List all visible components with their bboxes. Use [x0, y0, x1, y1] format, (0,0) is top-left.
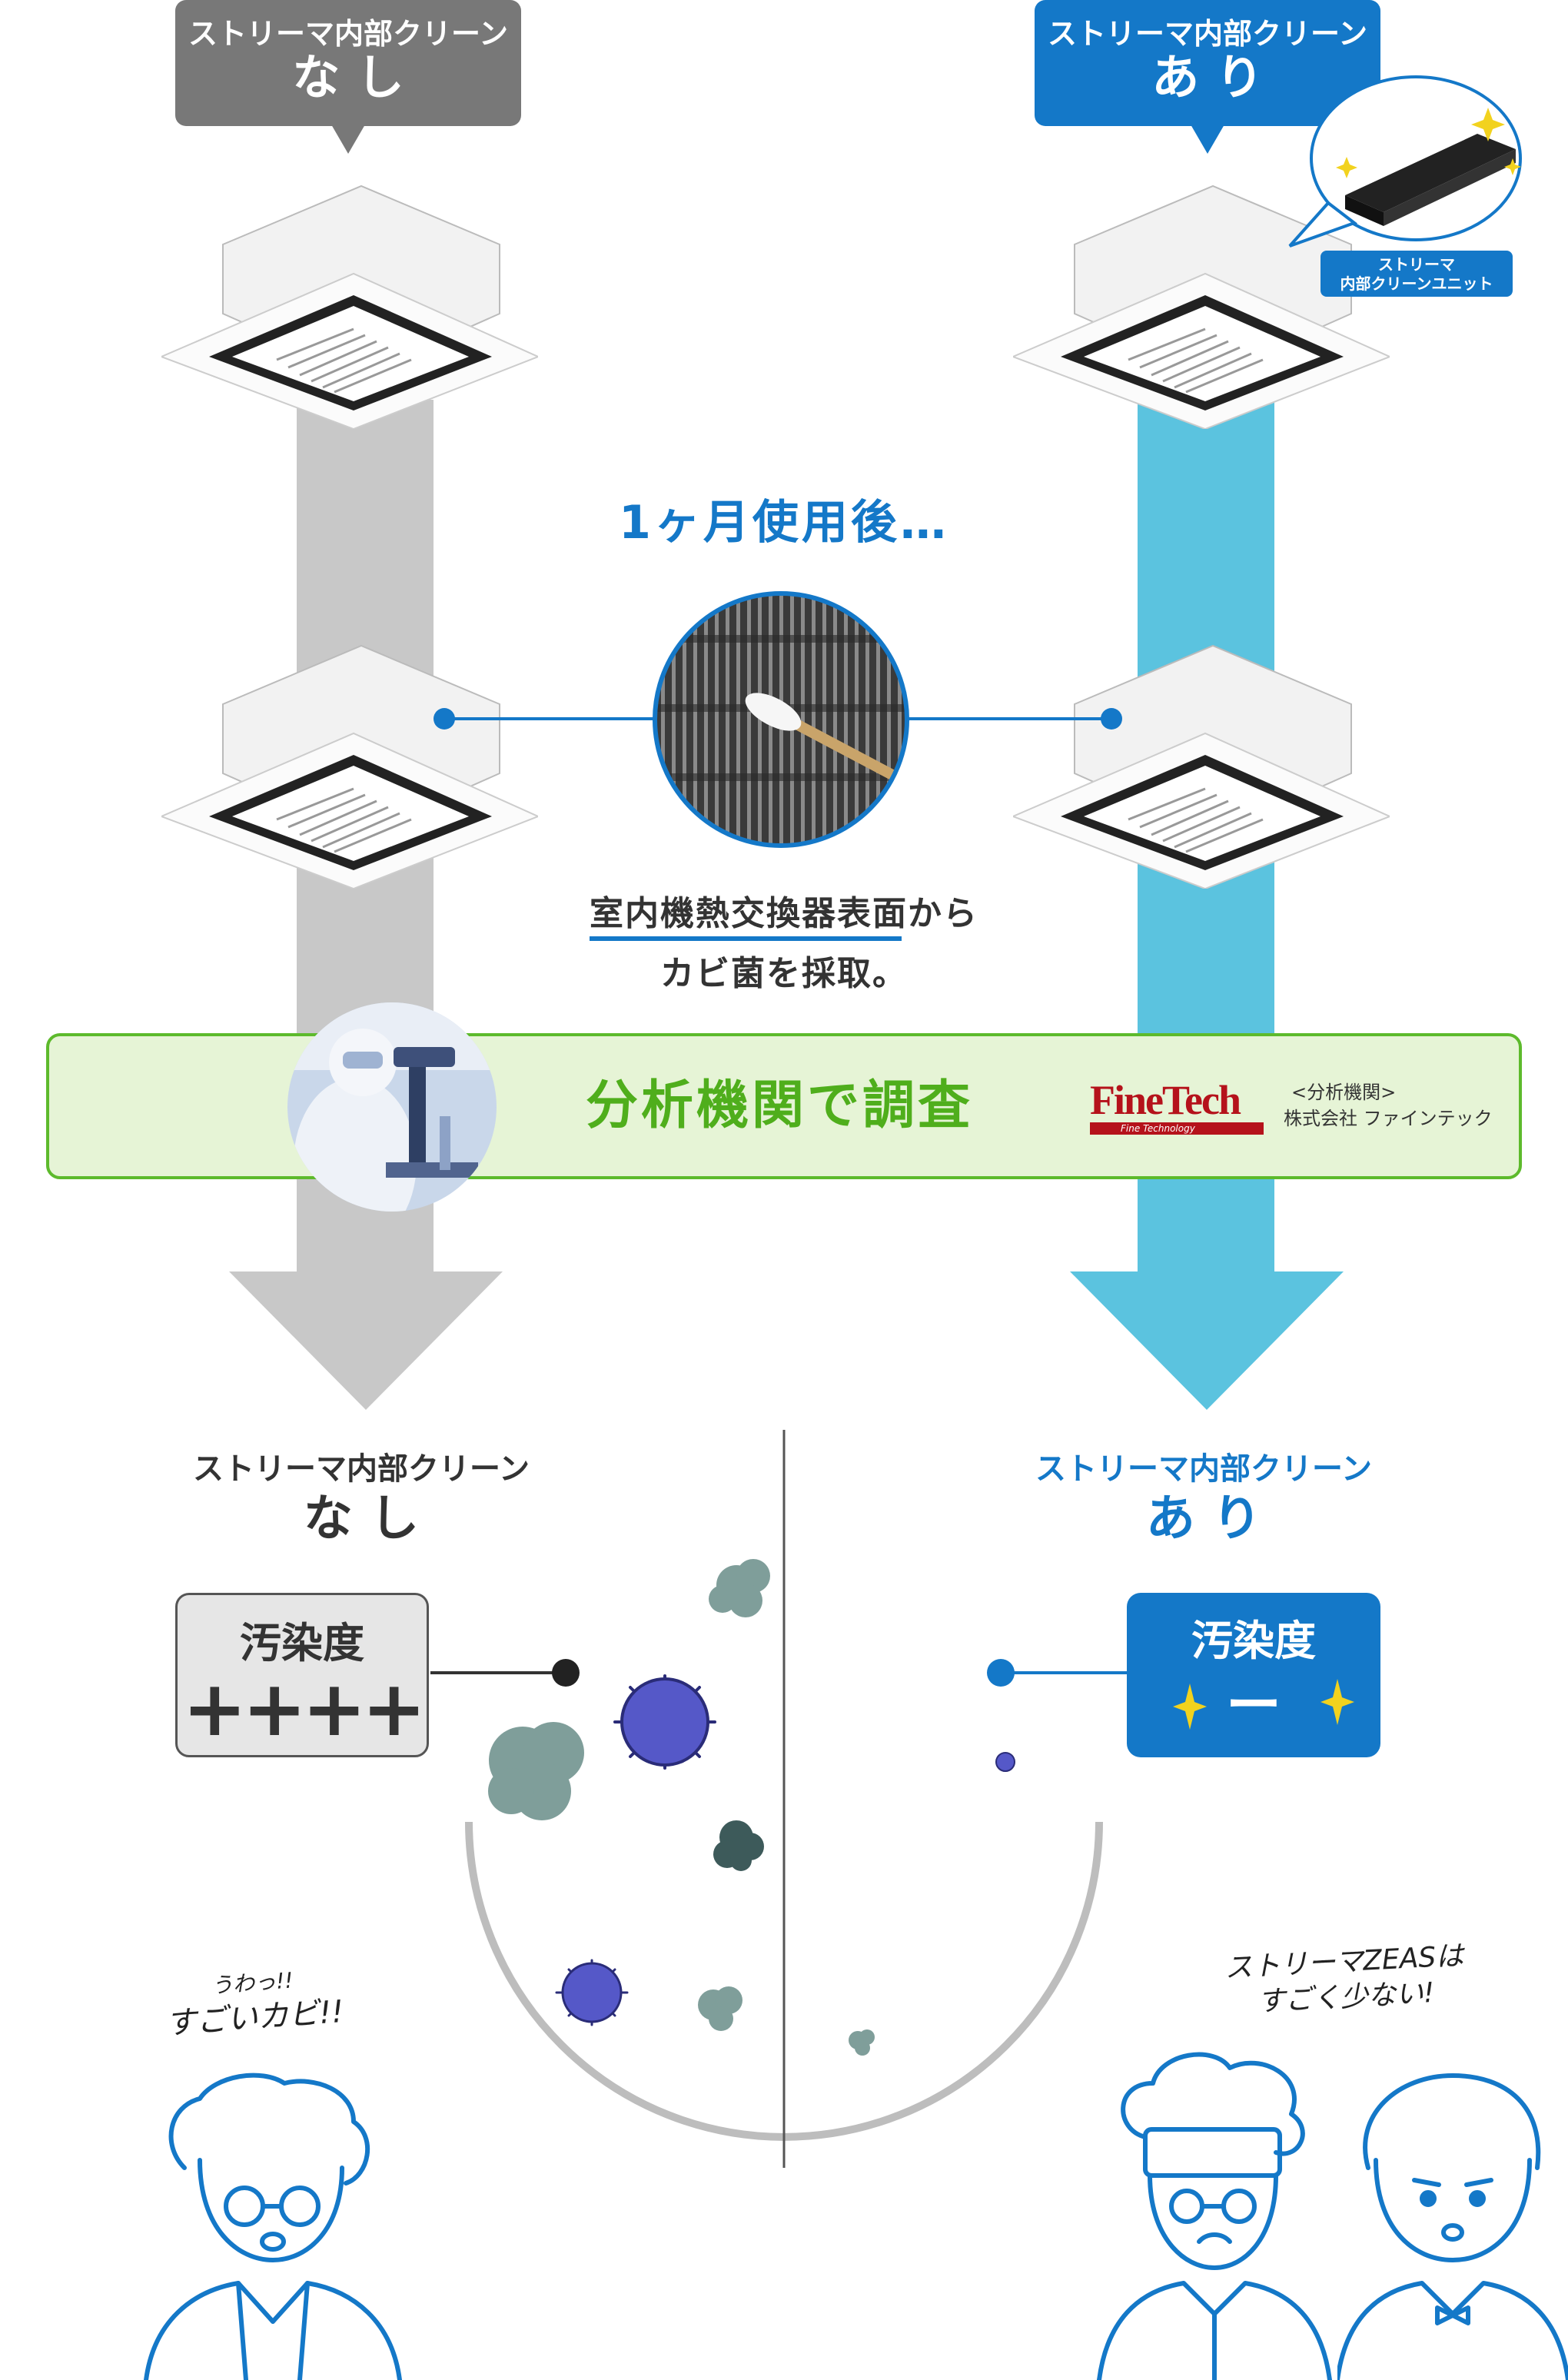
- banner-title: 分析機関で調査: [585, 1075, 973, 1136]
- degree-right-connector: [1001, 1671, 1128, 1674]
- top-left-label-line2: な し: [292, 49, 404, 105]
- ceiling-cassette-ac-unit-mid-left: [161, 644, 538, 889]
- mold-icon: [849, 2029, 875, 2056]
- ceiling-cassette-ac-unit-top-left: [161, 184, 538, 429]
- heat-exchanger-sample-photo: [653, 591, 909, 848]
- mold-icon: [488, 1559, 770, 2031]
- top-left-label-line1: ストリーマ内部クリーン: [188, 17, 509, 51]
- left-arrow-head: [229, 1271, 503, 1410]
- caption-underline: [590, 936, 902, 941]
- finetech-logo-text: FineTech: [1090, 1077, 1241, 1123]
- result-right-label: ストリーマ内部クリーン あ り: [996, 1450, 1411, 1550]
- speech-right: ストリーマZEASは すごく少ない!: [1213, 1938, 1477, 2023]
- degree-left-dot: [552, 1659, 580, 1687]
- org-line1: <分析機関>: [1291, 1082, 1397, 1103]
- germ-icon: [613, 1674, 716, 1770]
- sample-caption-line1: 室内機熱交換器表面から: [590, 894, 978, 933]
- degree-left-value: ++++: [182, 1664, 426, 1753]
- unit-callout-line1: ストリーマ: [1378, 255, 1455, 274]
- degree-right-dot: [987, 1659, 1015, 1687]
- unit-callout-label: ストリーマ 内部クリーンユニット: [1321, 251, 1513, 297]
- degree-left-box: 汚染度 ++++: [175, 1593, 429, 1757]
- sparkle-icon: [1173, 1684, 1207, 1730]
- ceiling-cassette-ac-unit-mid-right: [1013, 644, 1390, 889]
- petri-dish: [465, 1430, 1103, 2168]
- result-right-line2: あ り: [1145, 1491, 1262, 1547]
- finetech-logo: FineTech Fine Technology: [1090, 1078, 1264, 1139]
- speech-left: うわっ!! すごいカビ!!: [136, 1960, 371, 2046]
- germ-icon: [555, 1959, 629, 2026]
- top-right-label: ストリーマ内部クリーン あ り: [1035, 0, 1380, 154]
- germ-icon: [995, 1752, 1015, 1772]
- connector-dot-left: [434, 708, 455, 730]
- chef-character-illustration: [1097, 2052, 1332, 2380]
- sample-caption-line2: カビ菌を採取。: [660, 954, 908, 993]
- degree-right-box: 汚染度 ー: [1127, 1593, 1380, 1757]
- dark-mold-icon: [713, 1820, 764, 1871]
- top-right-label-line1: ストリーマ内部クリーン: [1047, 17, 1368, 51]
- sparkle-icon: [1336, 108, 1521, 178]
- ceiling-cassette-ac-unit-top-right: [1013, 184, 1390, 429]
- surprised-scientist-illustration: [144, 2073, 402, 2380]
- result-left-line1: ストリーマ内部クリーン: [193, 1451, 530, 1487]
- result-left-line2: な し: [303, 1491, 420, 1547]
- connector-dot-right: [1101, 708, 1122, 730]
- degree-right-title: 汚染度: [1191, 1617, 1316, 1665]
- degree-right-value: ー: [1225, 1673, 1281, 1737]
- org-info: <分析機関> 株式会社 ファインテック: [1284, 1079, 1514, 1132]
- staff-character-illustration: [1337, 2073, 1568, 2380]
- sparkle-icon: [1321, 1679, 1354, 1725]
- right-arrow-head: [1070, 1271, 1344, 1410]
- unit-callout-bubble: [1288, 75, 1522, 248]
- top-right-label-line2: あ り: [1151, 49, 1264, 105]
- unit-callout-line2: 内部クリーンユニット: [1340, 274, 1493, 293]
- degree-left-connector: [430, 1671, 566, 1674]
- lab-researcher-photo: [287, 1002, 497, 1212]
- sample-caption: 室内機熱交換器表面から カビ菌を採取。: [538, 884, 1030, 1007]
- top-left-label: ストリーマ内部クリーン な し: [175, 0, 521, 154]
- finetech-logo-sub: Fine Technology: [1090, 1122, 1264, 1135]
- result-right-line1: ストリーマ内部クリーン: [1035, 1451, 1372, 1487]
- degree-left-title: 汚染度: [240, 1619, 364, 1667]
- analysis-banner: 分析機関で調査 FineTech Fine Technology <分析機関> …: [46, 1033, 1522, 1179]
- after-month-title: 1ヶ月使用後…: [619, 496, 949, 550]
- org-line2: 株式会社 ファインテック: [1284, 1108, 1493, 1129]
- result-left-label: ストリーマ内部クリーン な し: [154, 1450, 569, 1550]
